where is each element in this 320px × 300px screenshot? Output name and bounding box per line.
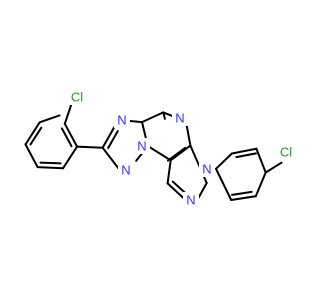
bond — [162, 111, 166, 120]
bond — [255, 147, 267, 174]
bond — [24, 143, 39, 169]
nitrogen-atom-label: N — [186, 193, 195, 208]
bond — [101, 146, 121, 172]
bond — [63, 122, 79, 148]
bond — [60, 127, 73, 148]
bond — [264, 161, 283, 174]
bond — [36, 166, 65, 170]
bond — [169, 144, 192, 162]
nitrogen-atom-label: N — [117, 113, 126, 128]
nitrogen-atom-label: N — [202, 162, 211, 177]
bond — [166, 182, 187, 202]
bond — [29, 126, 43, 146]
bond — [254, 171, 267, 198]
bond — [230, 195, 257, 201]
bond — [107, 130, 119, 149]
bond — [230, 147, 258, 155]
bond — [215, 167, 233, 201]
bond — [141, 111, 165, 124]
nitrogen-atom-label: N — [175, 111, 184, 126]
bond — [24, 121, 41, 146]
bond — [101, 124, 117, 149]
bond — [62, 145, 79, 170]
bond — [146, 145, 172, 162]
molecule-canvas: N N N N N N Cl Cl — [24, 89, 296, 208]
molecule-structure: N N N N N N Cl Cl — [24, 89, 296, 208]
bond — [166, 159, 172, 185]
bond — [167, 146, 187, 162]
bond — [162, 111, 175, 118]
nitrogen-atom-label: N — [137, 139, 146, 154]
bond — [38, 114, 61, 124]
chlorine-atom-label: Cl — [71, 90, 83, 105]
nitrogen-atom-label: N — [121, 163, 130, 178]
bond — [39, 161, 62, 165]
bonds — [24, 99, 283, 202]
bond — [235, 152, 257, 159]
atom-labels: N N N N N N Cl Cl — [67, 89, 296, 208]
bond — [76, 145, 104, 149]
chlorine-atom-label: Cl — [280, 145, 292, 160]
bond — [215, 152, 233, 170]
bond — [197, 182, 208, 199]
bond — [171, 180, 187, 195]
bond — [231, 190, 253, 196]
